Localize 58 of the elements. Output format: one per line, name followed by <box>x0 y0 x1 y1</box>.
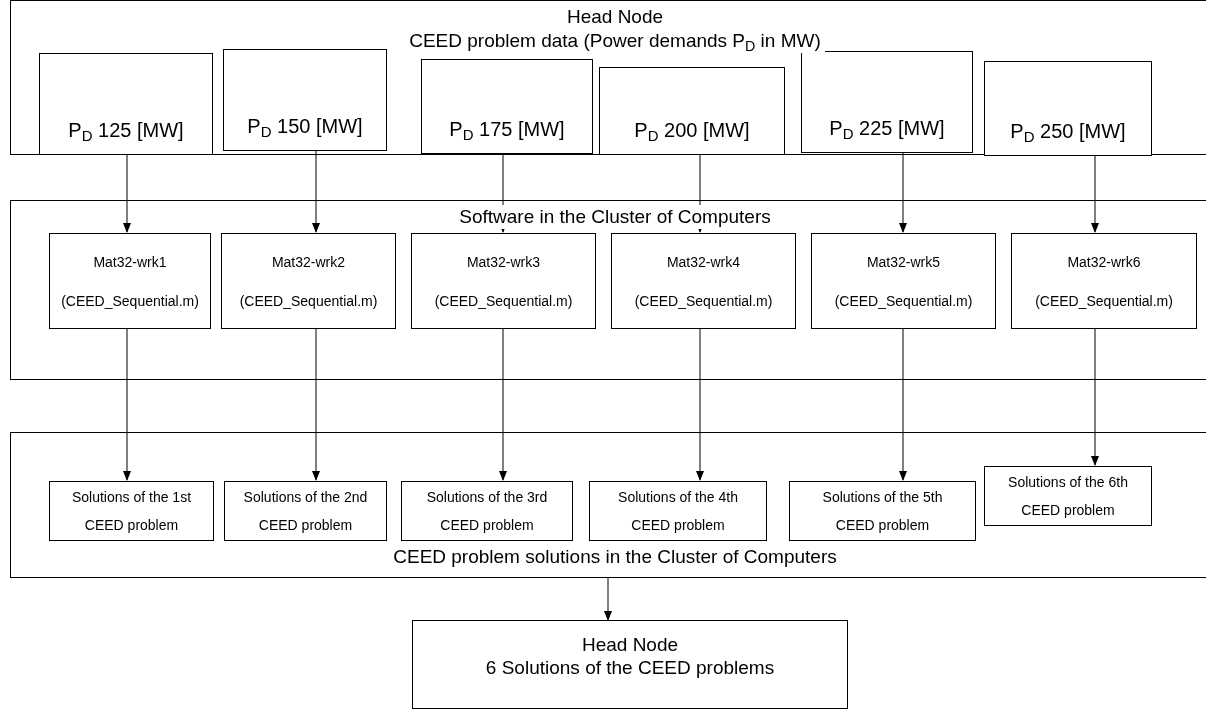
arrow <box>604 577 612 621</box>
arrow <box>696 327 704 481</box>
node-text: P$_{D}$ 250 [MW] <box>1010 119 1126 143</box>
node-text: Head Node <box>581 633 679 656</box>
node-text: Solutions of the 5th CEED problem <box>821 488 944 535</box>
arrow <box>123 327 131 481</box>
node-text: (CEED_Sequential.m) <box>434 291 573 310</box>
process-box <box>411 233 596 329</box>
node-text: (CEED_Sequential.m) <box>239 291 378 310</box>
process-box <box>49 233 211 329</box>
process-box <box>412 620 848 709</box>
node-text: P$_{D}$ 200 [MW] <box>634 118 750 142</box>
arrow <box>899 327 907 481</box>
arrow <box>1091 327 1099 466</box>
process-box <box>401 481 573 541</box>
process-box <box>984 466 1152 526</box>
node-text: Solutions of the 4th CEED problem <box>617 488 739 535</box>
node-text: P$_{D}$ 175 [MW] <box>449 117 565 141</box>
process-box <box>39 53 213 155</box>
node-text: (CEED_Sequential.m) <box>61 291 199 310</box>
node-text: Solutions of the 3rd CEED problem <box>425 488 549 535</box>
node-text: Mat32-wrk2 <box>271 252 346 271</box>
node-text: Solutions of the 2nd CEED problem <box>242 488 369 535</box>
node-text: P$_{D}$ 150 [MW] <box>247 114 363 138</box>
node-text: Mat32-wrk5 <box>866 252 941 271</box>
node-text: Solutions of the 6th CEED problem <box>1007 473 1129 520</box>
node-text: (CEED_Sequential.m) <box>834 291 973 310</box>
node-text: (CEED_Sequential.m) <box>634 291 773 310</box>
arrow <box>312 327 320 481</box>
node-text: (CEED_Sequential.m) <box>1035 291 1173 310</box>
node-text: Mat32-wrk1 <box>93 252 167 271</box>
arrow <box>312 149 320 233</box>
arrow <box>123 153 131 233</box>
arrow <box>499 327 507 481</box>
node-text: Mat32-wrk4 <box>666 252 741 271</box>
process-box <box>224 481 387 541</box>
process-box <box>811 233 996 329</box>
process-box <box>789 481 976 541</box>
process-box <box>801 51 973 153</box>
node-text: Mat32-wrk6 <box>1067 252 1141 271</box>
arrow <box>1091 154 1099 233</box>
node-text: Mat32-wrk3 <box>466 252 541 271</box>
node-text: P$_{D}$ 225 [MW] <box>829 116 945 140</box>
node-text: 6 Solutions of the CEED problems <box>485 656 775 679</box>
process-box <box>611 233 796 329</box>
group-band <box>10 0 1206 155</box>
process-box <box>1011 233 1197 329</box>
group-band <box>10 432 1206 578</box>
node-text: P$_{D}$ 125 [MW] <box>68 118 184 142</box>
process-box <box>223 49 387 151</box>
process-box <box>984 61 1152 156</box>
group-band <box>10 200 1206 380</box>
node-text: Solutions of the 1st CEED problem <box>70 488 193 535</box>
process-box <box>49 481 214 541</box>
process-box <box>421 59 593 154</box>
process-box <box>599 67 785 155</box>
process-box <box>221 233 396 329</box>
process-box <box>589 481 767 541</box>
